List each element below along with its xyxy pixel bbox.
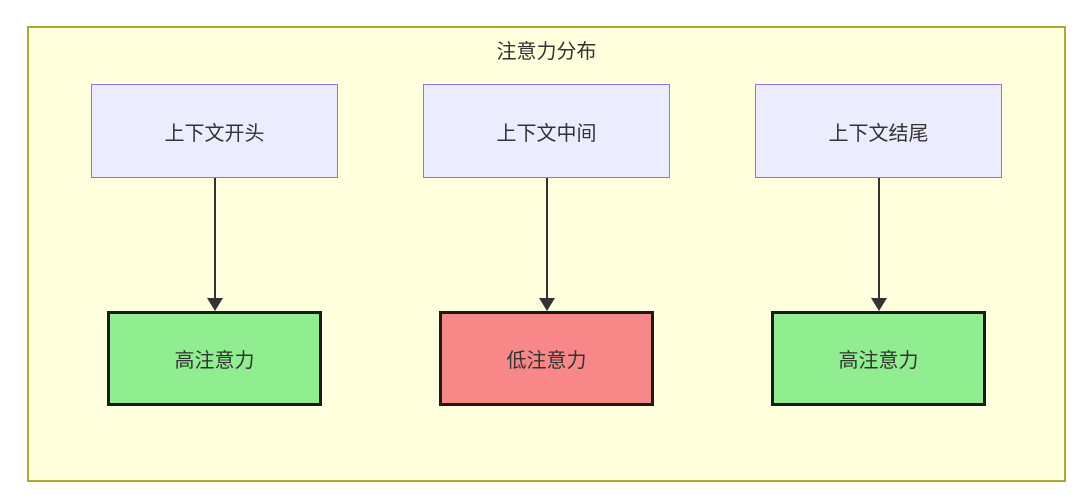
arrow-context-start — [206, 178, 223, 311]
diagram-title: 注意力分布 — [496, 39, 597, 63]
node-context-end: 上下文结尾 — [755, 84, 1002, 178]
arrow-head-icon — [870, 298, 887, 311]
arrow-line — [213, 178, 216, 299]
node-label: 上下文中间 — [496, 120, 597, 145]
node-label: 上下文开头 — [164, 120, 265, 145]
node-label: 高注意力 — [838, 348, 919, 372]
node-context-middle: 上下文中间 — [423, 84, 670, 178]
arrow-context-middle — [538, 178, 555, 311]
node-high-attention-2: 高注意力 — [771, 311, 986, 406]
node-context-start: 上下文开头 — [91, 84, 338, 178]
arrow-head-icon — [538, 298, 555, 311]
flow-columns: 上下文开头 高注意力 上下文中间 低注意力 — [29, 84, 1064, 406]
arrow-line — [877, 178, 880, 299]
node-low-attention: 低注意力 — [439, 311, 654, 406]
attention-distribution-panel: 注意力分布 上下文开头 高注意力 上下文中间 — [27, 26, 1066, 482]
flow-column-context-end: 上下文结尾 高注意力 — [755, 84, 1002, 406]
arrow-line — [545, 178, 548, 299]
flow-column-context-start: 上下文开头 高注意力 — [91, 84, 338, 406]
arrow-head-icon — [206, 298, 223, 311]
flow-column-context-middle: 上下文中间 低注意力 — [423, 84, 670, 406]
arrow-context-end — [870, 178, 887, 311]
node-label: 低注意力 — [506, 348, 587, 372]
node-label: 高注意力 — [174, 348, 255, 372]
node-label: 上下文结尾 — [828, 120, 929, 145]
node-high-attention-1: 高注意力 — [107, 311, 322, 406]
